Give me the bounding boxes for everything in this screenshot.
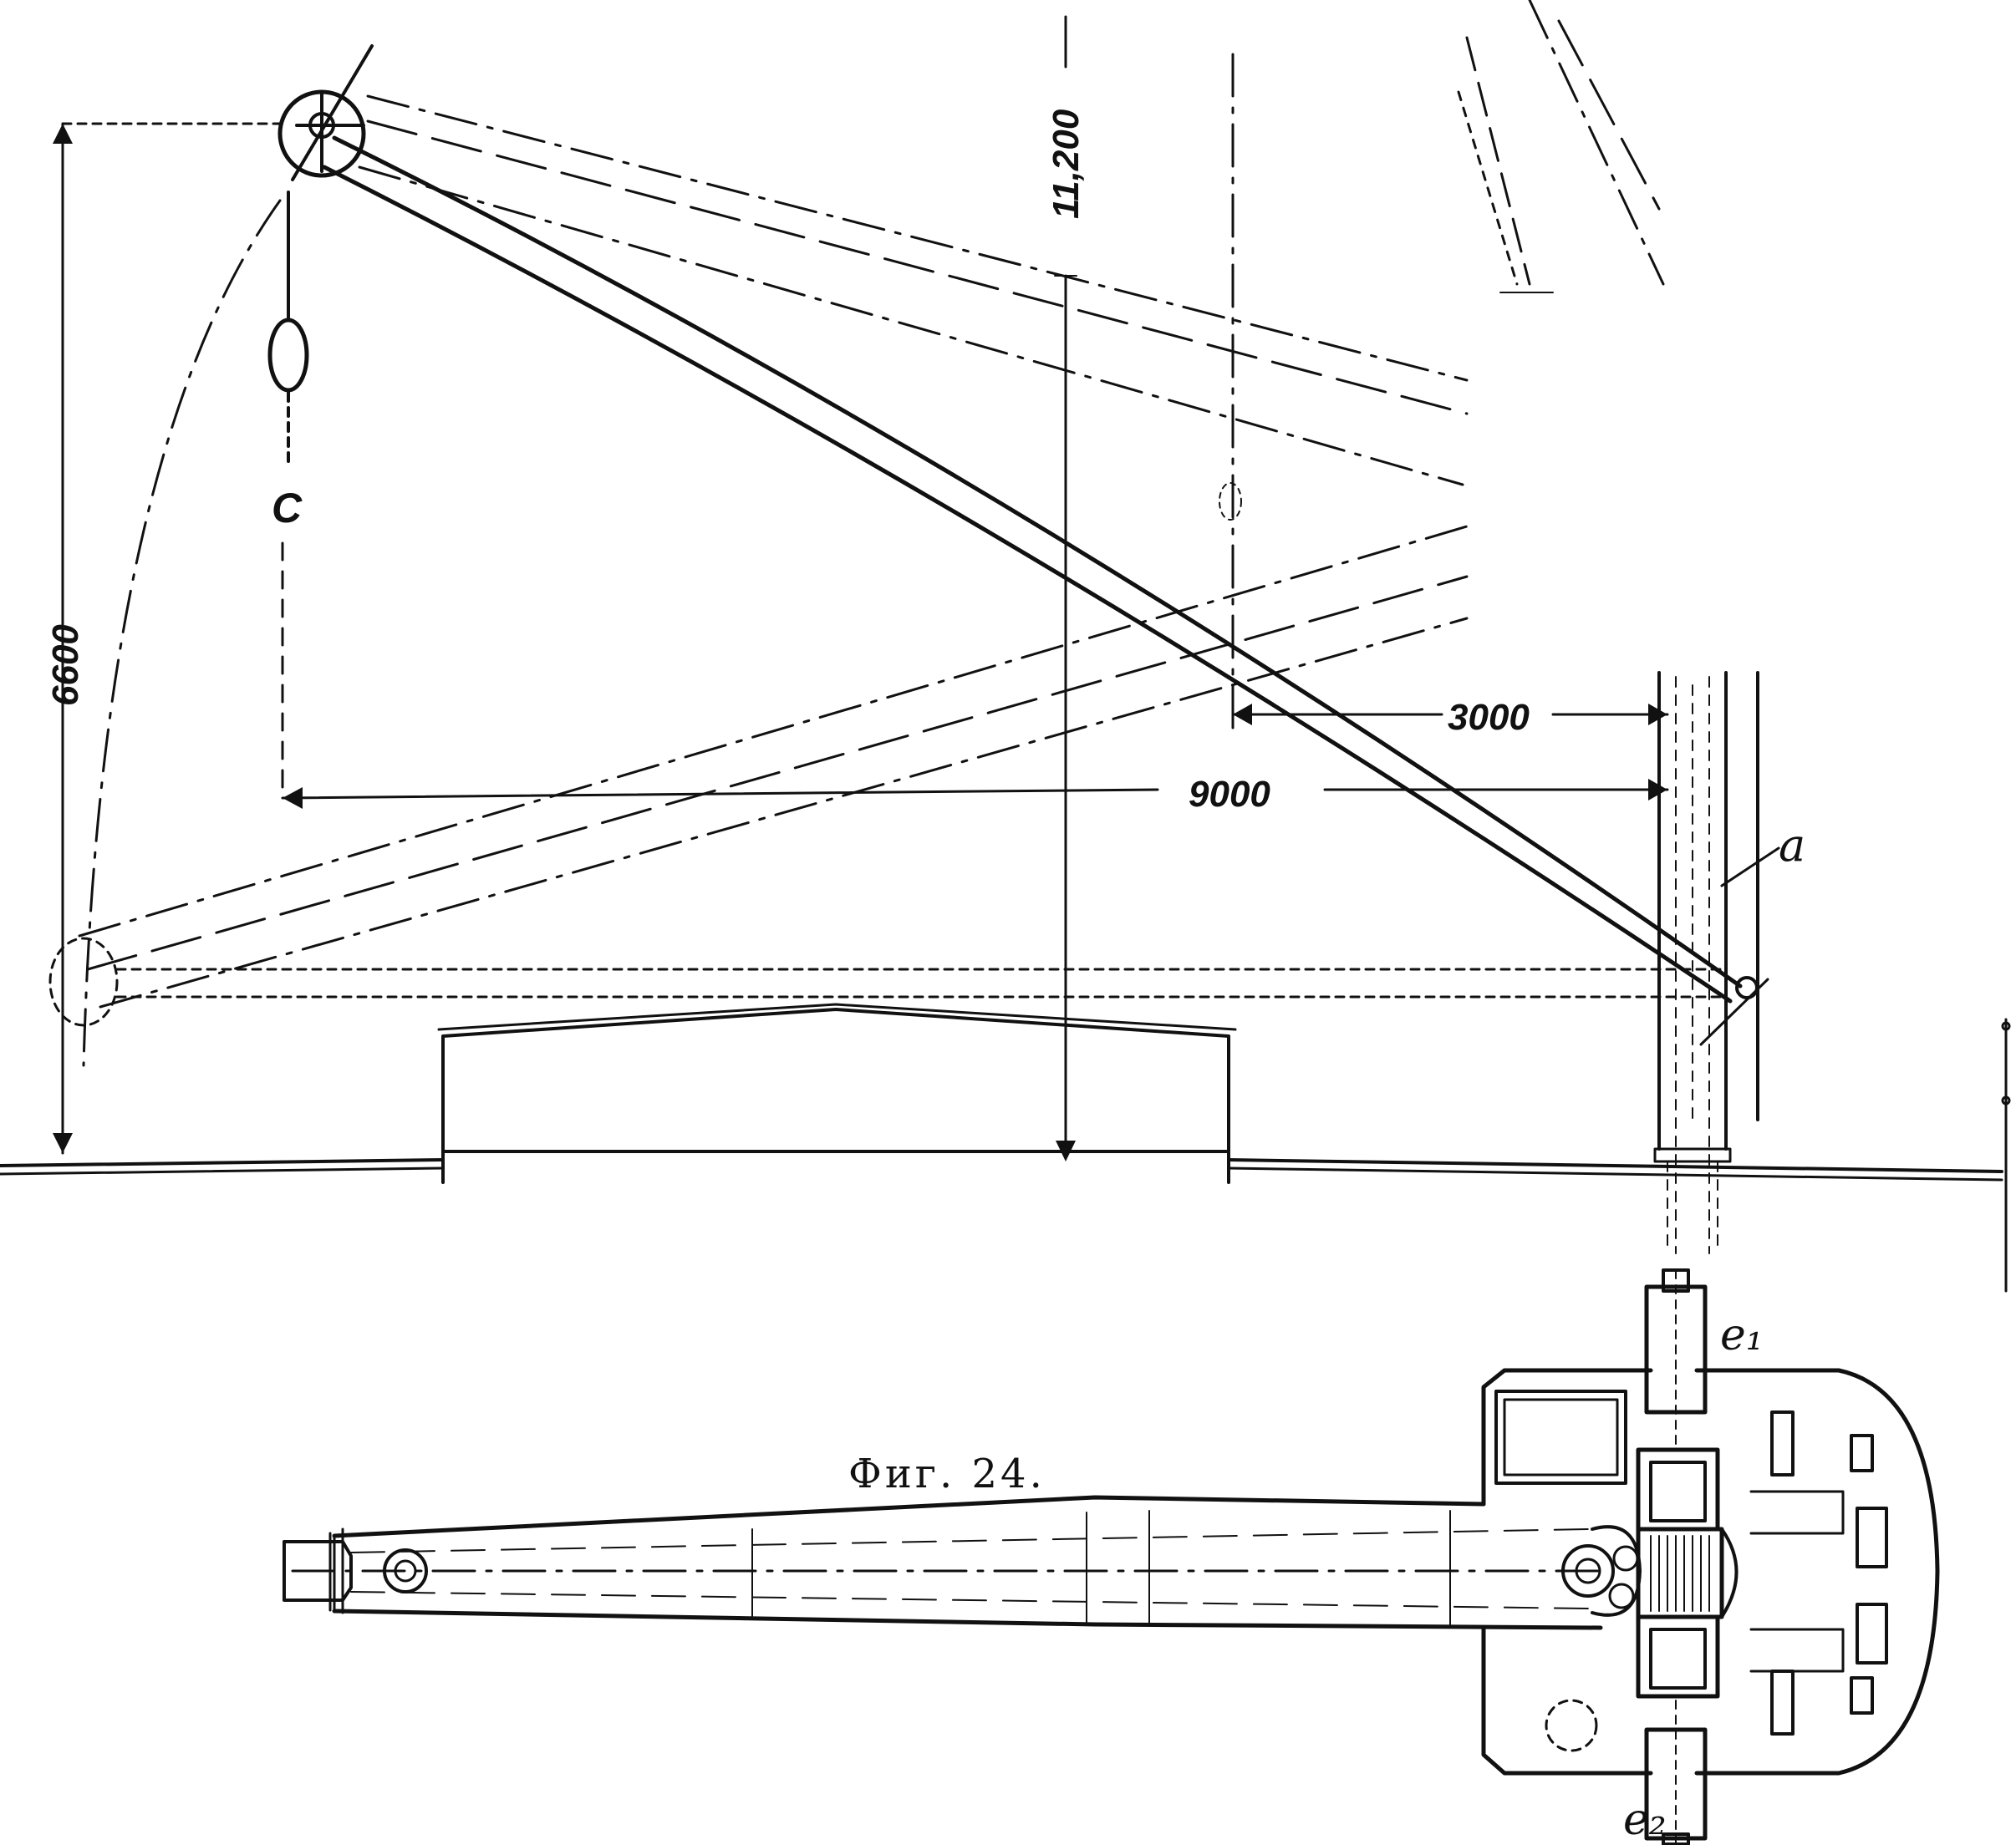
swing-arc (82, 199, 282, 1067)
figure-caption: Фиг. 24. (848, 1451, 1046, 1497)
dim-3000-label: 3000 (1448, 697, 1530, 738)
plan-boom-head (283, 1527, 428, 1614)
dim-6600-label: 6600 (45, 624, 86, 706)
pulley-wheel (277, 44, 374, 181)
dim-11200: 11,200 (1046, 15, 1087, 1161)
motor-top-label: e₁ (1720, 1310, 1764, 1360)
plan-housing (1481, 1368, 1940, 1776)
dim-11200-label: 11,200 (1046, 109, 1087, 219)
deck-line (0, 1158, 2003, 1182)
mast-label-leader (1720, 846, 1780, 887)
dim-9000: 9000 (281, 774, 1669, 815)
upper-right-ghost-lines (1457, 0, 1665, 293)
right-rail (2001, 1018, 2011, 1293)
dim-9000-label: 9000 (1189, 774, 1270, 815)
motor-bottom-label: e₂ (1623, 1795, 1667, 1845)
elevation-view: 11,200 6600 9000 3000 C a (0, 0, 2011, 1293)
hook-assembly (267, 191, 309, 800)
deck-house (437, 1003, 1237, 1184)
dim-3000: 3000 (1231, 697, 1669, 738)
crane-boom (322, 135, 1769, 1046)
hook-label: C (272, 485, 303, 531)
alternate-boom-positions (48, 94, 1723, 1027)
plan-openings (1749, 1410, 1888, 1736)
dim-6600: 6600 (45, 122, 282, 1155)
plan-boom (291, 1495, 1606, 1630)
mast-label: a (1779, 819, 1805, 872)
plan-view: e₁ e₂ (283, 1268, 1940, 1845)
mast-post (1653, 671, 1759, 1254)
plan-winch (1561, 1268, 1739, 1845)
mast-axis-mark (1219, 482, 1242, 521)
